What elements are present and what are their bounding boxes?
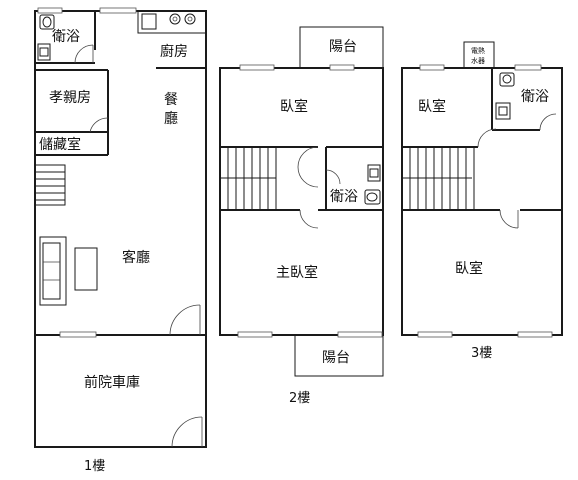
window — [419, 64, 445, 71]
window — [37, 7, 63, 14]
room-label-bath: 衛浴 — [521, 89, 549, 105]
room-label-kitchen: 廚房 — [160, 43, 188, 60]
door-swing-icon — [169, 304, 201, 336]
label-water-heater-2: 水器 — [471, 56, 485, 65]
window — [237, 331, 273, 338]
floor-label-2: 2樓 — [289, 391, 310, 406]
window — [417, 331, 453, 338]
window — [239, 64, 275, 71]
door-swing-icon — [297, 146, 319, 188]
sofa-icon — [39, 236, 67, 306]
window — [337, 331, 383, 338]
window — [329, 64, 355, 71]
room-label-living: 客廳 — [122, 249, 150, 266]
room-label-dining-2: 廳 — [164, 110, 178, 127]
coffee-table-icon — [74, 247, 98, 291]
room-label-bedroom-large: 臥室 — [455, 260, 483, 277]
window — [517, 331, 553, 338]
balcony-top-outline — [299, 26, 384, 68]
door-swing-icon — [299, 209, 319, 229]
floor-2-plan: 陽台 臥室 衛浴 主臥室 陽台 2樓 — [219, 26, 384, 406]
door-swing-icon — [499, 209, 519, 229]
sink-icon — [37, 43, 51, 61]
stove-burner-icon — [169, 13, 181, 25]
balcony-bottom-outline — [294, 335, 384, 377]
toilet-icon — [364, 189, 381, 205]
room-label-bath: 衛浴 — [330, 189, 358, 205]
stairs — [34, 164, 66, 206]
floor-2-outline — [219, 67, 384, 336]
room-label-bath: 衛浴 — [52, 29, 80, 45]
room-label-dining: 餐 — [164, 92, 178, 108]
stove-burner-icon — [184, 13, 196, 25]
room-label-storage: 儲藏室 — [39, 136, 81, 153]
room-label-master-bedroom: 主臥室 — [276, 264, 318, 281]
room-label-garage: 前院車庫 — [84, 374, 140, 391]
room-label-bedroom: 臥室 — [280, 98, 308, 115]
stairs — [402, 147, 475, 210]
door-swing-icon — [89, 117, 109, 133]
window — [514, 64, 542, 71]
room-label-balcony-bottom: 陽台 — [322, 350, 350, 366]
sink-icon — [495, 102, 511, 120]
door-swing-icon — [171, 416, 203, 448]
toilet-icon — [39, 14, 55, 30]
label-water-heater: 電熱 — [471, 46, 485, 55]
floor-1-plan: 衛浴 廚房 孝親房 餐 廳 儲藏室 客廳 前院車庫 1樓 — [34, 7, 207, 474]
door-swing-icon — [477, 128, 497, 148]
door-swing-icon — [325, 169, 341, 185]
room-label-elder-room: 孝親房 — [49, 90, 91, 106]
stairs — [220, 147, 277, 210]
stove-counter — [137, 10, 207, 34]
window — [59, 331, 97, 338]
toilet-icon — [499, 72, 515, 87]
floor-3-outline — [401, 67, 563, 336]
room-label-bedroom-small: 臥室 — [418, 98, 446, 115]
sink-icon — [141, 13, 157, 30]
floor-label-3: 3樓 — [471, 346, 492, 361]
floor-3-plan: 電熱 水器 臥室 衛浴 臥室 3樓 — [401, 41, 563, 361]
door-swing-icon — [74, 44, 94, 64]
window — [99, 7, 137, 14]
room-label-balcony-top: 陽台 — [329, 39, 357, 55]
sink-icon — [367, 164, 381, 182]
floor-label-1: 1樓 — [84, 459, 105, 474]
door-swing-icon — [539, 113, 557, 131]
